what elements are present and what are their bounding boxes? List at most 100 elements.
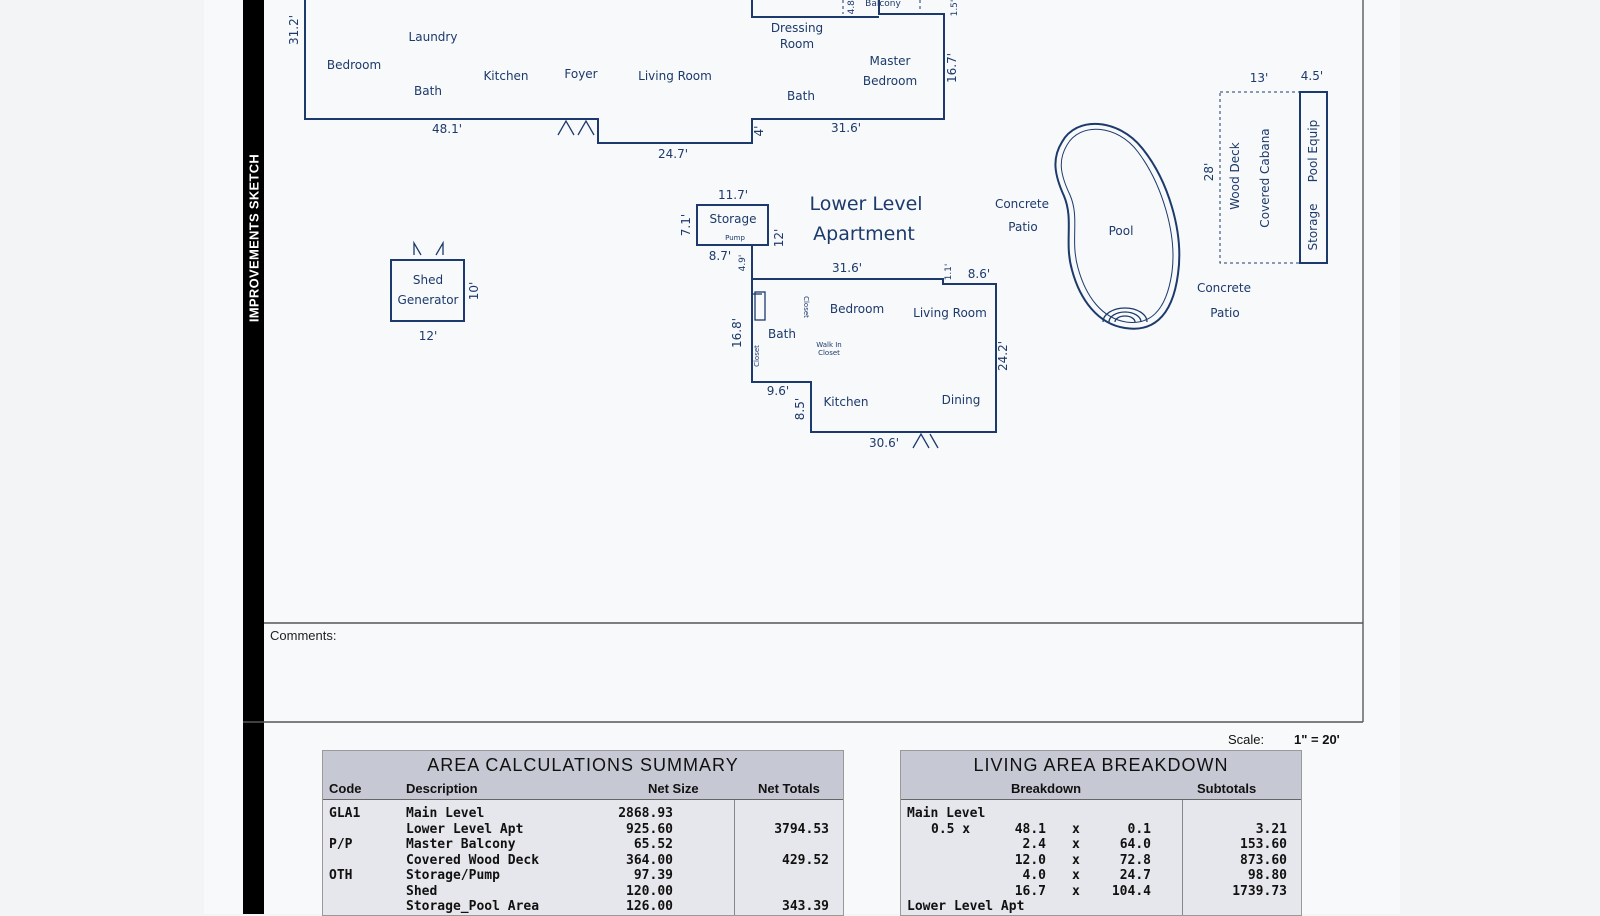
area-calculations-table: AREA CALCULATIONS SUMMARY Code Descripti… [322,750,844,916]
wood-deck-label: Wood Deck [1228,142,1242,209]
lower-level-title-2: Apartment [813,223,915,245]
breakdown-row: Lower Level Apt [901,899,1301,915]
area-cell-description: Shed [406,883,438,899]
room-living-room: Living Room [638,69,712,83]
generator-label: Generator [398,293,459,307]
storage-label: Storage [1306,204,1320,251]
dim-16-8: 16.8' [730,318,744,348]
area-cell-net-total: 429.52 [782,852,829,868]
dim-9-6: 9.6' [767,384,789,398]
room-dressing: Dressing [771,21,823,35]
breakdown-row: 12.0 x 72.8 873.60 [901,853,1301,869]
col-subtotals: Subtotals [1197,781,1257,796]
patio-top-1: Concrete [995,197,1049,211]
living-area-title: LIVING AREA BREAKDOWN [901,751,1301,779]
dim-30-6: 30.6' [869,436,899,450]
sidebar-bar [243,0,264,914]
breakdown-subtotal: 873.60 [1240,852,1287,868]
shed-label: Shed [413,273,443,287]
room-lower-dining: Dining [942,393,981,407]
dim-31-6: 31.6' [831,121,861,135]
living-area-header: Breakdown Subtotals [901,779,1301,800]
breakdown-x: x [1072,852,1080,868]
breakdown-section-label: Main Level [907,806,986,821]
pool-outline [1054,122,1181,330]
breakdown-factor: 0.5 x [931,821,971,837]
dim-4-8: 4.8' [847,0,857,14]
col-net-size: Net Size [648,781,699,796]
dim-7-1: 7.1' [679,214,693,236]
area-cell-net-size: 126.00 [626,899,673,914]
patio-bottom-1: Concrete [1197,281,1251,295]
room-closet-b: Closet [753,345,761,367]
area-cell-code: P/P [329,837,353,852]
breakdown-section-label: Lower Level Apt [907,899,1025,914]
pool-label: Pool [1109,224,1134,238]
room-master: Master [870,54,911,68]
breakdown-b: 104.4 [1111,883,1151,899]
col-description: Description [406,781,478,796]
room-foyer: Foyer [564,67,597,81]
breakdown-subtotal: 153.60 [1240,837,1287,852]
lower-level-title: Lower Level [809,193,922,215]
dim-12: 12' [772,229,786,248]
shed-door [413,240,444,256]
dim-1-1: 1.1' [944,264,954,281]
bath-fixture [754,291,766,321]
dim-24-2: 24.2' [996,341,1010,371]
room-lower-bedroom: Bedroom [830,302,884,316]
breakdown-subtotal: 98.80 [1247,868,1287,883]
main-level-balcony-edge [751,0,879,18]
area-cell-net-size: 97.39 [633,868,673,883]
area-cell-description: Storage_Pool Area [406,899,540,914]
breakdown-x: x [1072,837,1080,852]
breakdown-subtotal: 1739.73 [1232,883,1287,899]
shed-generator-box [390,259,465,322]
main-level-outline [304,0,945,144]
pool-inner-outline [1060,128,1174,323]
breakdown-a: 4.0 [1022,868,1046,883]
area-row: GLA1 Main Level 2868.93 [323,806,843,822]
dim-48-1: 48.1' [432,122,462,136]
covered-cabana-label: Covered Cabana [1258,128,1272,227]
lower-entry-door [912,432,939,449]
living-area-table: LIVING AREA BREAKDOWN Breakdown Subtotal… [900,750,1302,916]
breakdown-x: x [1072,868,1080,883]
area-row: Shed 120.00 [323,884,843,900]
room-pump: Pump [725,234,745,242]
lower-level-outline [751,245,997,433]
patio-bottom-2: Patio [1210,306,1239,320]
area-cell-description: Storage/Pump [406,868,500,883]
breakdown-a: 12.0 [1014,852,1046,868]
breakdown-b: 72.8 [1119,852,1151,868]
breakdown-x: x [1072,883,1080,899]
area-cell-net-size: 2868.93 [618,806,673,821]
room-laundry: Laundry [409,30,458,44]
area-cell-net-size: 65.52 [633,837,673,852]
room-lower-kitchen: Kitchen [823,395,868,409]
area-cell-description: Main Level [406,806,485,821]
breakdown-b: 64.0 [1119,837,1151,852]
patio-top-2: Patio [1008,220,1037,234]
area-col-sep [734,800,735,915]
dim-24-7: 24.7' [658,147,688,161]
area-cell-net-size: 120.00 [626,883,673,899]
scale-value: 1" = 20' [1294,732,1340,747]
area-cell-description: Covered Wood Deck [406,852,540,868]
area-cell-code: GLA1 [329,806,361,821]
shed-dim-height: 10' [467,282,481,301]
dim-8-5: 8.5' [793,398,807,420]
comments-label: Comments: [270,628,337,643]
room-lower-living-room: Living Room [913,306,987,320]
shed-dim-width: 12' [419,329,438,343]
dim-28: 28' [1202,163,1216,182]
room-bath-2: Bath [787,89,815,103]
living-col-sep [1182,800,1183,915]
dim-8-6: 8.6' [968,267,990,281]
